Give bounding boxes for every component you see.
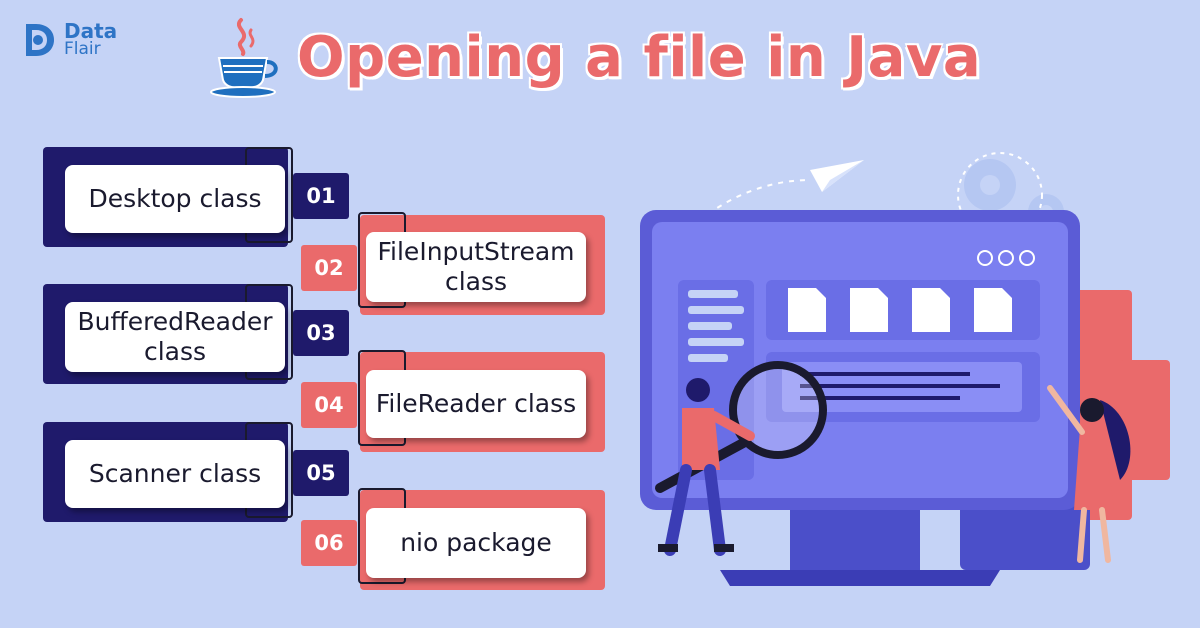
- item-1-number: 01: [293, 173, 349, 219]
- item-6-label: nio package: [400, 528, 552, 557]
- item-5-number: 05: [293, 450, 349, 496]
- woman-figure: [1047, 385, 1131, 563]
- man-figure: [658, 378, 755, 556]
- item-3-label: BufferedReader class: [77, 307, 273, 366]
- item-3-number: 03: [293, 310, 349, 356]
- item-6-card: nio package: [366, 508, 586, 578]
- item-2-card: FileInputStream class: [366, 232, 586, 302]
- file-icons: [788, 288, 1012, 332]
- item-4-label: FileReader class: [375, 389, 577, 418]
- page-title: Opening a file in Java: [297, 24, 982, 90]
- item-6-number: 06: [301, 520, 357, 566]
- item-2-number: 02: [301, 245, 357, 291]
- item-1-label: Desktop class: [88, 184, 262, 213]
- item-5-card: Scanner class: [65, 440, 285, 508]
- logo-line2: Flair: [64, 39, 101, 59]
- computer-illustration: [640, 152, 1170, 586]
- logo-line1: Data: [64, 19, 118, 43]
- magnifier-icon: [655, 361, 827, 493]
- item-3-card: BufferedReader class: [65, 302, 285, 372]
- java-coffee-icon: [210, 18, 278, 98]
- item-4-card: FileReader class: [366, 370, 586, 438]
- item-2-label: FileInputStream class: [377, 237, 575, 296]
- item-4-number: 04: [301, 382, 357, 428]
- dataflair-logo-icon: [26, 24, 54, 56]
- paper-plane-icon: [810, 160, 864, 192]
- item-1-card: Desktop class: [65, 165, 285, 233]
- item-5-label: Scanner class: [88, 459, 262, 488]
- title-group: Opening a file in Java: [205, 16, 981, 98]
- dataflair-logo: Data Flair: [18, 18, 117, 62]
